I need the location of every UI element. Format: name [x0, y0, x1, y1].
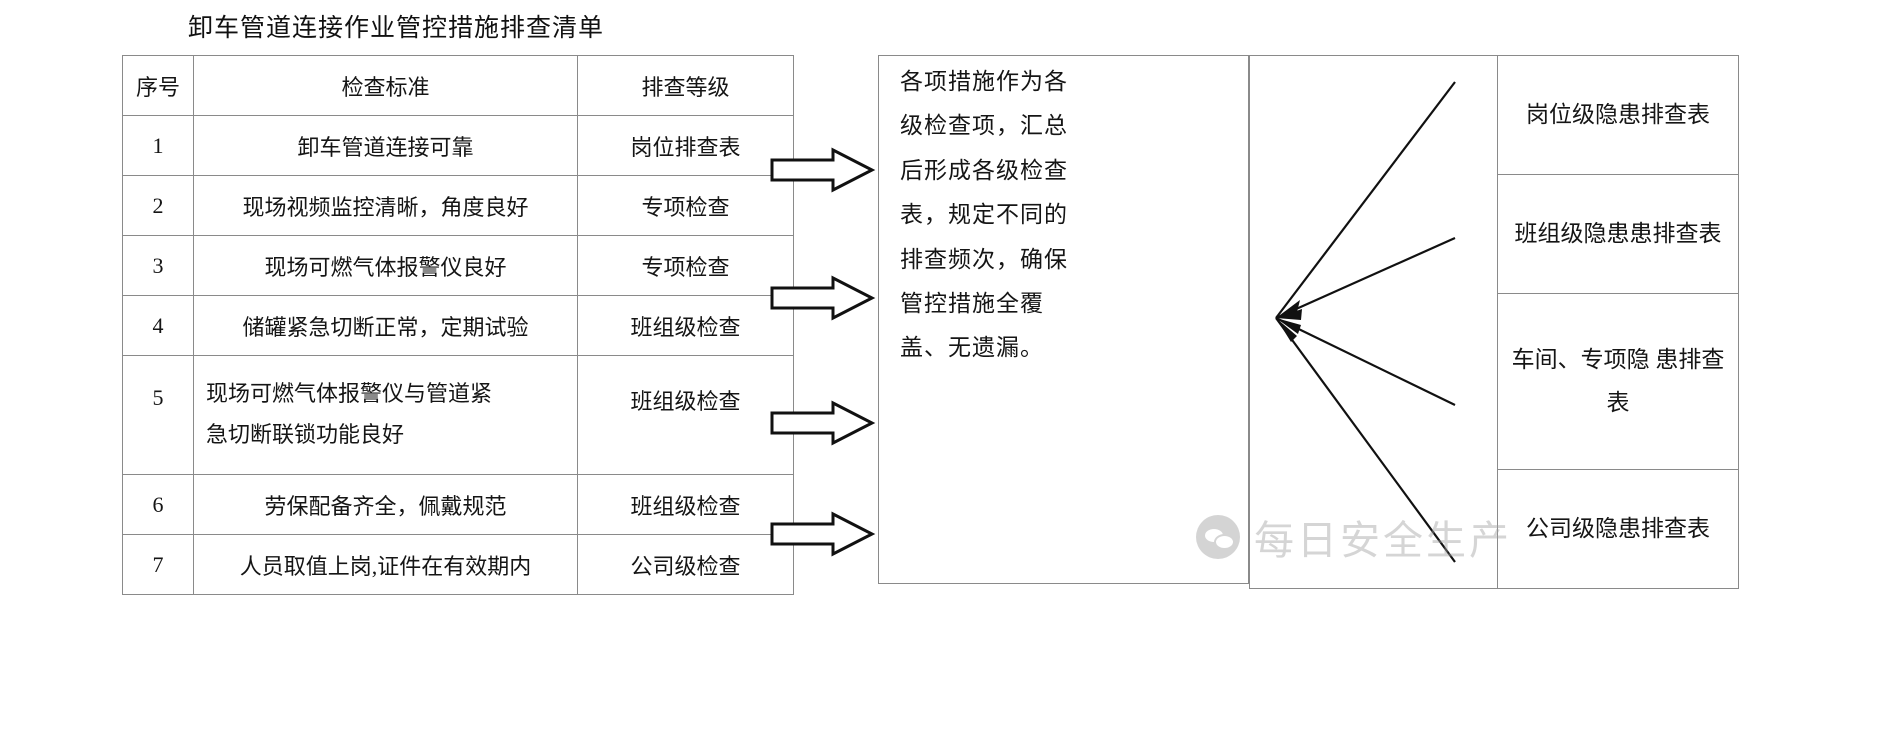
table-row: 班组级隐患患排查表 [1248, 174, 1739, 294]
row-index: 1 [122, 115, 194, 176]
row-level: 岗位排查表 [577, 115, 794, 176]
row-standard: 现场可燃气体报警仪良好 [193, 235, 578, 296]
row-level-label: 班组级检查 [630, 389, 741, 414]
row-standard: 现场可燃气体报警仪与管道紧 急切断联锁功能良好 [193, 355, 578, 475]
table-row: 2 现场视频监控清晰，角度良好 专项检查 [122, 175, 794, 236]
output-checklist-name: 岗位级隐患排查表 [1497, 55, 1739, 175]
table-row: 5 现场可燃气体报警仪与管道紧 急切断联锁功能良好 班组级检查 [122, 355, 794, 475]
column-header-index: 序号 [122, 55, 194, 116]
table-header-row: 序号 检查标准 排查等级 [122, 55, 794, 116]
row-index: 5 [122, 355, 194, 475]
row-standard: 人员取值上岗,证件在有效期内 [193, 534, 578, 595]
fan-area-cell [1248, 55, 1499, 175]
fan-area-cell [1248, 293, 1499, 470]
row-standard-line1: 现场可燃气体报警仪与管道紧 [206, 381, 493, 407]
table-row: 7 人员取值上岗,证件在有效期内 公司级检查 [122, 534, 794, 595]
summary-box-left-half [878, 55, 1071, 584]
row-index: 7 [122, 534, 194, 595]
row-standard: 卸车管道连接可靠 [193, 115, 578, 176]
row-level: 公司级检查 [577, 534, 794, 595]
row-standard: 储罐紧急切断正常，定期试验 [193, 295, 578, 356]
table-row: 3 现场可燃气体报警仪良好 专项检查 [122, 235, 794, 296]
row-index-label: 5 [152, 385, 164, 410]
table-row: 6 劳保配备齐全，佩戴规范 班组级检查 [122, 474, 794, 535]
watermark: 每日安全生产 [1196, 508, 1512, 566]
row-level: 专项检查 [577, 235, 794, 296]
row-index: 2 [122, 175, 194, 236]
row-level: 班组级检查 [577, 474, 794, 535]
wechat-icon [1196, 515, 1240, 559]
output-checklist-name: 车间、专项隐 患排查表 [1497, 293, 1739, 470]
inspection-checklist-table: 序号 检查标准 排查等级 1 卸车管道连接可靠 岗位排查表 2 现场视频监控清晰… [122, 55, 794, 595]
column-header-level: 排查等级 [577, 55, 794, 116]
row-index: 4 [122, 295, 194, 356]
row-index: 3 [122, 235, 194, 296]
table-row: 岗位级隐患排查表 [1248, 55, 1739, 175]
row-level: 专项检查 [577, 175, 794, 236]
table-row: 车间、专项隐 患排查表 [1248, 293, 1739, 470]
watermark-label: 每日安全生产 [1254, 519, 1512, 563]
row-level: 班组级检查 [577, 355, 794, 475]
summary-box-right-half [1071, 55, 1249, 584]
table-row: 4 储罐紧急切断正常，定期试验 班组级检查 [122, 295, 794, 356]
output-checklist-name: 班组级隐患患排查表 [1497, 174, 1739, 294]
row-standard: 劳保配备齐全，佩戴规范 [193, 474, 578, 535]
row-index: 6 [122, 474, 194, 535]
output-checklist-name: 公司级隐患排查表 [1497, 469, 1739, 589]
column-header-standard: 检查标准 [193, 55, 578, 116]
page-title: 卸车管道连接作业管控措施排查清单 [188, 15, 605, 42]
summary-text: 各项措施作为各级检查项，汇总后形成各级检查表，规定不同的排查频次，确保管控措施全… [900, 69, 1068, 361]
row-standard: 现场视频监控清晰，角度良好 [193, 175, 578, 236]
table-row: 1 卸车管道连接可靠 岗位排查表 [122, 115, 794, 176]
row-standard-line2: 急切断联锁功能良好 [206, 422, 405, 447]
fan-area-cell [1248, 174, 1499, 294]
row-level: 班组级检查 [577, 295, 794, 356]
